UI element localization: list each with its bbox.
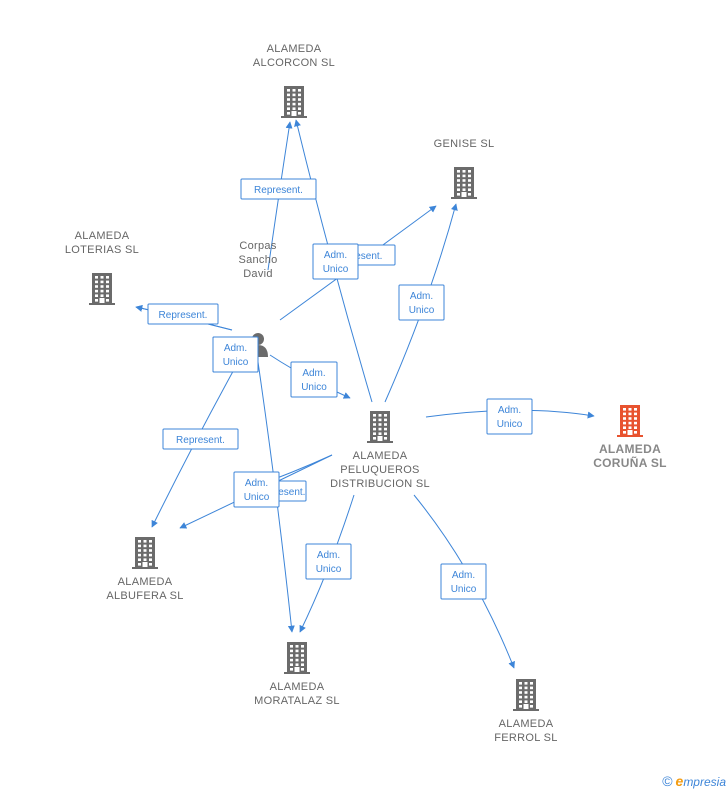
edge-label-text: Unico [497, 419, 523, 430]
building-icon [89, 273, 115, 305]
edge-label-text: Adm. [224, 343, 247, 354]
edge-label-text: Unico [316, 564, 342, 575]
edge-label-box [240, 178, 317, 200]
copyright-symbol: © [662, 773, 673, 789]
edge-label-text: Adm. [452, 570, 475, 581]
edge-label-text: Adm. [317, 550, 340, 561]
node-label-line: ALBUFERA SL [106, 590, 183, 602]
edge-label-peluqueros-to-alcorcon[interactable]: Adm. Unico [312, 243, 359, 280]
edge-label-peluqueros-to-ferrol[interactable]: Adm. Unico [440, 563, 487, 600]
edge-label-box [290, 361, 338, 398]
edge-label-box [440, 563, 487, 600]
node-label-line: GENISE SL [434, 138, 495, 150]
node-label-line: LOTERIAS SL [65, 244, 139, 256]
node-label-line: ALAMEDA [270, 681, 325, 693]
node-albufera[interactable]: ALAMEDA ALBUFERA SL [106, 537, 183, 602]
building-icon [513, 679, 539, 711]
edge-label-text: Unico [223, 357, 249, 368]
edge-label-text: Adm. [245, 478, 268, 489]
node-label-line: Sancho [238, 254, 277, 266]
edge-label-box [212, 336, 259, 373]
building-icon [132, 537, 158, 569]
edge-label-peluqueros-to-genise[interactable]: Adm. Unico [398, 284, 445, 321]
edge-label-text: Represent. [254, 185, 303, 196]
node-label-line: ALAMEDA [267, 43, 322, 55]
edge-label-text: Unico [301, 382, 327, 393]
node-peluqueros[interactable]: ALAMEDA PELUQUEROS DISTRIBUCION SL [330, 411, 430, 490]
node-label-line: ALAMEDA [499, 718, 554, 730]
footer-brand[interactable]: ©empresia [662, 773, 726, 789]
node-label-line: MORATALAZ SL [254, 695, 340, 707]
edge-label-box [305, 543, 352, 580]
node-loterias[interactable]: ALAMEDA LOTERIAS SL [65, 230, 139, 305]
building-icon [451, 167, 477, 199]
edge-label-peluqueros-to-albufera[interactable]: Adm. Unico [233, 471, 280, 508]
edge-label-person-to-loterias[interactable]: Represent. [147, 303, 219, 325]
node-label-line: David [243, 268, 273, 280]
building-icon [284, 642, 310, 674]
node-label-line: FERROL SL [494, 732, 557, 744]
node-label-line: ALAMEDA [353, 450, 408, 462]
edge-label-person-to-albufera[interactable]: Represent. [162, 428, 239, 450]
brand-logo-initial: e [675, 773, 684, 789]
node-label-line: DISTRIBUCION SL [330, 478, 430, 490]
edge-label-text: Represent. [257, 487, 306, 498]
edge-label-text: Represent. [176, 435, 225, 446]
edge-label-text: Represent. [159, 310, 208, 321]
edge-label-box [398, 284, 445, 321]
edge-label-text: Unico [244, 492, 270, 503]
edge-label-text: Unico [409, 305, 435, 316]
edge-label-text: Adm. [498, 405, 521, 416]
building-icon [367, 411, 393, 443]
edge-label-text: Adm. [324, 250, 347, 261]
node-label-line: ALCORCON SL [253, 57, 335, 69]
node-alcorcon[interactable]: ALAMEDA ALCORCON SL [253, 43, 335, 118]
node-label-line: ALAMEDA [75, 230, 130, 242]
building-icon [281, 86, 307, 118]
node-ferrol[interactable]: ALAMEDA FERROL SL [494, 679, 557, 744]
edge-label-person-to-peluqueros[interactable]: Adm. Unico [290, 361, 338, 398]
edge-label-box [147, 303, 219, 325]
edge-label-text: Adm. [302, 368, 325, 379]
edges-layer [135, 119, 595, 669]
node-label-line: Corpas [239, 240, 276, 252]
node-moratalaz[interactable]: ALAMEDA MORATALAZ SL [254, 642, 340, 707]
edge-label-box [312, 243, 359, 280]
edge-label-person-to-loterias[interactable]: Adm. Unico [212, 336, 259, 373]
building-icon [617, 405, 643, 437]
nodes-layer: ALAMEDA ALCORCON SL GENISE SL ALAMEDA LOTERI… [65, 43, 667, 744]
edge-label-text: Unico [323, 264, 349, 275]
edge-label-peluqueros-to-coruna[interactable]: Adm. Unico [486, 398, 533, 435]
edge-labels-layer: Represent.Represent.Represent.Adm.UnicoR… [147, 178, 533, 600]
edge-label-box [233, 471, 280, 508]
node-genise[interactable]: GENISE SL [434, 138, 495, 199]
edge-label-person-to-alcorcon[interactable]: Represent. [240, 178, 317, 200]
edge-label-peluqueros-to-moratalaz[interactable]: Adm. Unico [305, 543, 352, 580]
node-label-line: PELUQUEROS [340, 464, 419, 476]
edge-label-text: Unico [451, 584, 477, 595]
node-label-line: CORUÑA SL [593, 455, 667, 470]
edge-label-box [162, 428, 239, 450]
node-label-line: ALAMEDA [599, 442, 661, 456]
brand-name: mpresia [683, 775, 726, 789]
edge-label-text: Adm. [410, 291, 433, 302]
node-label-line: ALAMEDA [118, 576, 173, 588]
edge-label-box [486, 398, 533, 435]
